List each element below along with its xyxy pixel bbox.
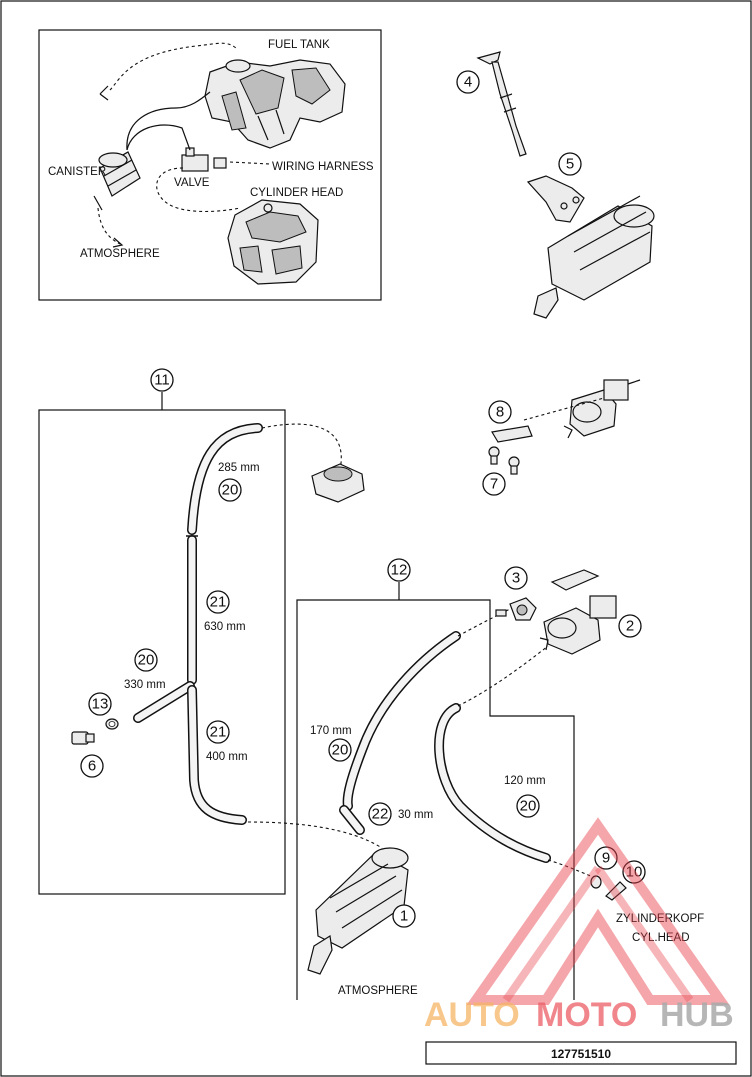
- valve-upper-guide: [523, 397, 605, 421]
- valve-bracket-drawing: [550, 569, 600, 591]
- length-400: 400 mm: [206, 751, 248, 763]
- svg-text:7: 7: [490, 476, 498, 493]
- part-3-fitting-drawing: [495, 597, 537, 621]
- callout-21b: 21: [206, 720, 230, 744]
- part-13-clamp-drawing: [105, 718, 119, 730]
- svg-text:12: 12: [391, 562, 408, 579]
- svg-text:9: 9: [602, 850, 610, 867]
- watermark-auto: AUTO: [424, 996, 520, 1034]
- svg-text:21: 21: [210, 594, 227, 611]
- tank-vent-line: [109, 42, 237, 91]
- part-5-bracket-drawing: [526, 175, 585, 223]
- callout-7: 7: [482, 472, 506, 496]
- callout-2: 2: [618, 614, 642, 638]
- canister-drawing: [93, 151, 141, 211]
- part-number-box: 127751510: [425, 1041, 737, 1065]
- wiring-harness-label: WIRING HARNESS: [272, 161, 374, 173]
- callout-22: 22: [368, 802, 392, 826]
- callout-20a: 20: [218, 478, 242, 502]
- callout-11: 11: [150, 368, 174, 392]
- callouts: 4 5 8 7 11 12 3 2 20 21 20 13 6 21 20 20…: [80, 70, 646, 928]
- part-10-nipple-drawing: [605, 881, 627, 901]
- cyl-head-label: CYL.HEAD: [632, 932, 690, 944]
- hose-group-12: [296, 569, 627, 1000]
- svg-text:2: 2: [626, 618, 634, 635]
- screws-7-drawing: [488, 446, 520, 475]
- part-1-canister-drawing: [307, 847, 409, 975]
- svg-text:21: 21: [210, 724, 227, 741]
- callout-9: 9: [594, 846, 618, 870]
- atmosphere-line: [97, 207, 121, 245]
- box-12-frame: [296, 599, 575, 1000]
- length-285: 285 mm: [218, 462, 260, 474]
- valve-to-head-line: [156, 167, 241, 212]
- svg-text:20: 20: [222, 482, 239, 499]
- svg-text:11: 11: [154, 372, 170, 389]
- system-schematic-inset: FUEL TANK CANISTER VALVE WIRING HARNESS …: [38, 29, 382, 301]
- svg-text:20: 20: [332, 742, 349, 759]
- automotohub-watermark-logo: AUTO MOTO HUB: [424, 817, 734, 1034]
- svg-text:20: 20: [520, 798, 537, 815]
- svg-text:22: 22: [372, 806, 389, 823]
- svg-text:8: 8: [496, 404, 504, 421]
- valve-upper-drawing: [491, 379, 641, 443]
- harness-line: [229, 161, 271, 165]
- fuel-tank-label: FUEL TANK: [268, 39, 330, 51]
- rollover-valve-drawing: [311, 463, 365, 503]
- callout-20c: 20: [328, 738, 352, 762]
- callout-1: 1: [392, 904, 416, 928]
- svg-text:10: 10: [626, 864, 643, 881]
- length-170: 170 mm: [310, 725, 352, 737]
- part-number: 127751510: [551, 1047, 611, 1061]
- box-11-frame: [38, 409, 286, 895]
- callout-6: 6: [80, 754, 104, 778]
- fuel-tank-drawing: [204, 59, 346, 149]
- length-330: 330 mm: [124, 679, 166, 691]
- svg-text:5: 5: [566, 156, 574, 173]
- svg-text:13: 13: [92, 696, 109, 713]
- cylinder-head-label: CYLINDER HEAD: [250, 187, 343, 199]
- length-630: 630 mm: [204, 621, 246, 633]
- canister-label: CANISTER: [48, 166, 106, 178]
- part-9-clamp-drawing: [590, 875, 602, 889]
- callout-10: 10: [622, 860, 646, 884]
- valve-drawing: [181, 147, 227, 172]
- part-4-strap-drawing: [476, 51, 527, 157]
- length-30: 30 mm: [398, 809, 433, 821]
- cylinder-head-drawing: [227, 199, 319, 285]
- callout-5: 5: [558, 152, 582, 176]
- zylinderkopf-label: ZYLINDERKOPF: [616, 913, 704, 925]
- atmosphere-inset-label: ATMOSPHERE: [80, 248, 160, 260]
- part-2-valve-drawing: [539, 595, 617, 655]
- canister-top-right-drawing: [533, 195, 655, 319]
- svg-text:3: 3: [512, 570, 520, 587]
- inset-frame: [38, 29, 382, 301]
- callout-8: 8: [488, 400, 512, 424]
- svg-text:1: 1: [400, 908, 408, 925]
- callout-3: 3: [504, 566, 528, 590]
- canister-to-tank-line: [126, 91, 211, 151]
- watermark-moto: MOTO: [536, 996, 637, 1034]
- callout-13: 13: [88, 692, 112, 716]
- svg-text:4: 4: [464, 74, 472, 91]
- callout-20d: 20: [516, 794, 540, 818]
- length-120: 120 mm: [504, 775, 546, 787]
- valve-label: VALVE: [174, 177, 210, 189]
- callout-21a: 21: [206, 590, 230, 614]
- hose-group-11: [38, 392, 383, 895]
- callout-20b: 20: [134, 648, 158, 672]
- svg-text:20: 20: [138, 652, 155, 669]
- atmosphere-label: ATMOSPHERE: [338, 985, 418, 997]
- canister-to-valve-line: [126, 124, 191, 151]
- svg-text:6: 6: [88, 758, 96, 775]
- part-6-fitting-drawing: [71, 731, 95, 745]
- callout-12: 12: [387, 558, 411, 582]
- callout-4: 4: [456, 70, 480, 94]
- length-labels: 285 mm 630 mm 330 mm 400 mm 170 mm 30 mm…: [124, 462, 546, 821]
- watermark-hub: HUB: [660, 996, 734, 1034]
